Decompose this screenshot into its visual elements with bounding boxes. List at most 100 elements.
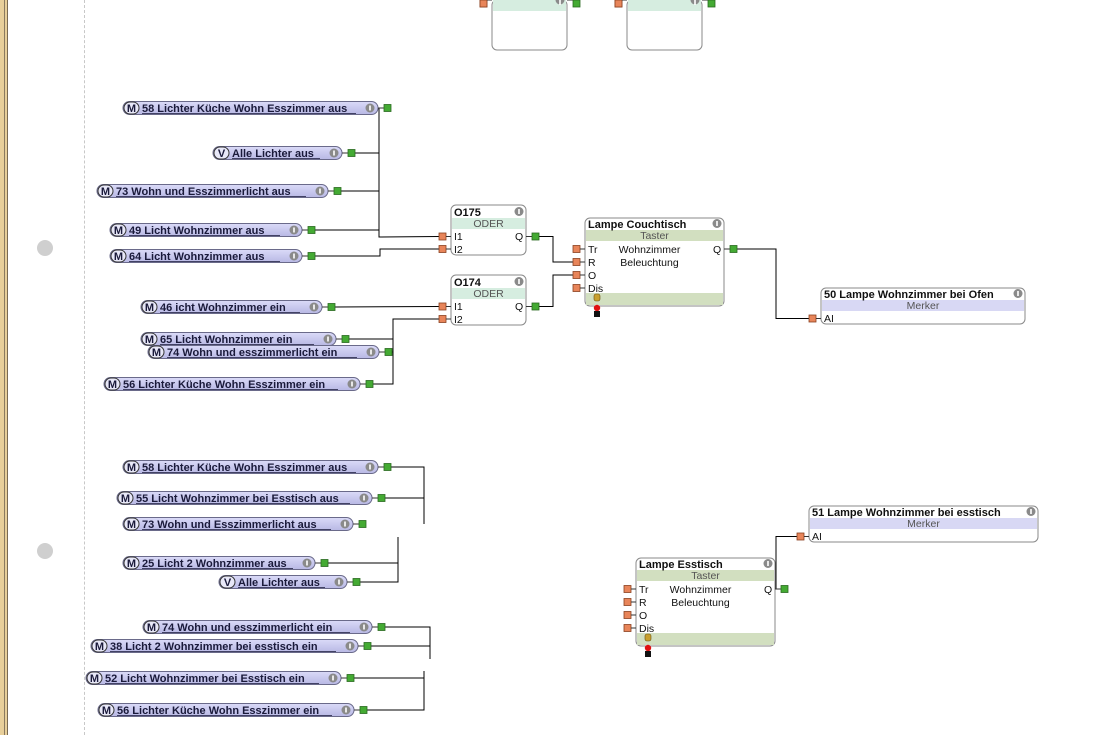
info-icon[interactable] [302, 558, 312, 568]
input-port[interactable] [623, 585, 632, 593]
or-block[interactable] [491, 0, 568, 51]
output-port[interactable] [352, 578, 361, 586]
input-port[interactable] [572, 245, 581, 253]
info-icon[interactable] [340, 519, 350, 529]
input-port[interactable] [808, 314, 817, 323]
info-icon[interactable] [334, 577, 344, 587]
info-icon[interactable] [289, 225, 299, 235]
output-port[interactable] [377, 623, 386, 631]
or-block-type: ODER [473, 218, 504, 230]
output-port[interactable] [347, 149, 356, 157]
input-port[interactable] [438, 315, 447, 323]
input-port[interactable] [572, 258, 581, 266]
info-icon[interactable] [514, 277, 524, 286]
kind-badge [86, 671, 103, 685]
output-port[interactable] [358, 520, 367, 528]
output-port[interactable] [346, 674, 355, 682]
info-icon[interactable] [309, 302, 319, 312]
output-port[interactable] [780, 585, 789, 593]
input-port[interactable] [438, 245, 447, 253]
input-port[interactable] [572, 271, 581, 279]
input-port[interactable] [438, 232, 447, 241]
output-port[interactable] [341, 335, 350, 343]
info-icon[interactable] [345, 641, 355, 651]
info-icon[interactable] [763, 559, 773, 568]
kind-letter: M [90, 673, 99, 685]
output-port[interactable] [307, 226, 316, 234]
info-icon[interactable] [323, 334, 333, 344]
info-icon[interactable] [366, 347, 376, 357]
info-icon[interactable] [341, 705, 351, 715]
info-icon[interactable] [365, 103, 375, 113]
taster-block[interactable]: Lampe CouchtischTasterTrRODisWohnzimmerB… [584, 217, 725, 317]
output-port[interactable] [383, 104, 392, 112]
info-icon[interactable] [347, 379, 357, 389]
input-port[interactable] [796, 532, 805, 541]
info-icon[interactable] [555, 0, 565, 5]
output-port[interactable] [383, 463, 392, 471]
taster-block[interactable]: Lampe EsstischTasterTrRODisWohnzimmerBel… [635, 557, 776, 657]
port-label-i1: I1 [454, 301, 463, 313]
input-port[interactable] [438, 302, 447, 311]
or-block-header [452, 218, 525, 229]
input-port[interactable] [623, 611, 632, 619]
status-marker-icon [644, 644, 652, 652]
output-port[interactable] [384, 348, 393, 356]
input-port[interactable] [623, 598, 632, 606]
output-port[interactable] [333, 187, 342, 195]
output-port[interactable] [327, 303, 336, 311]
output-port[interactable] [531, 232, 540, 241]
output-port[interactable] [365, 380, 374, 388]
info-icon[interactable] [1013, 289, 1023, 298]
output-port[interactable] [359, 706, 368, 714]
info-icon[interactable] [712, 219, 722, 228]
or-block[interactable] [626, 0, 703, 51]
input-port[interactable] [614, 0, 623, 8]
input-port[interactable] [572, 284, 581, 292]
info-icon[interactable] [315, 186, 325, 196]
info-icon[interactable] [328, 673, 338, 683]
input-port[interactable] [479, 0, 488, 8]
or-block-id: O174 [454, 277, 482, 289]
output-port[interactable] [531, 302, 540, 311]
info-icon[interactable] [289, 251, 299, 261]
output-port[interactable] [320, 559, 329, 567]
info-icon[interactable] [359, 493, 369, 503]
output-port[interactable] [377, 494, 386, 502]
output-port[interactable] [729, 245, 738, 253]
output-port[interactable] [363, 642, 372, 650]
info-icon[interactable] [365, 462, 375, 472]
info-icon[interactable] [514, 207, 524, 216]
input-port[interactable] [623, 624, 632, 632]
output-port[interactable] [307, 252, 316, 260]
output-port[interactable] [572, 0, 581, 8]
output-port[interactable] [707, 0, 716, 8]
info-icon[interactable] [1026, 507, 1036, 516]
info-icon[interactable] [690, 0, 700, 5]
info-icon[interactable] [329, 148, 339, 158]
info-icon[interactable] [359, 622, 369, 632]
